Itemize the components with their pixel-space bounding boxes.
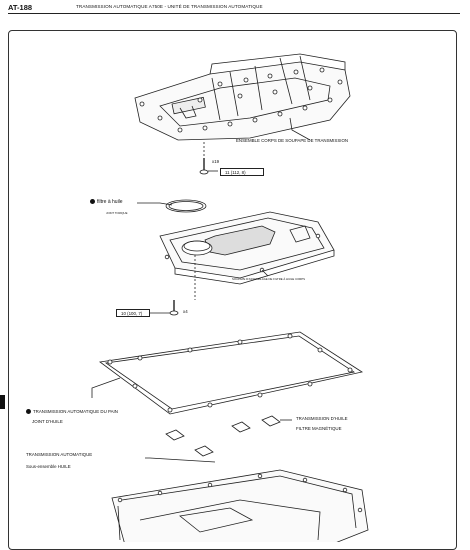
oil-strainer-illustration: [159, 211, 335, 285]
page-header: AT-188 TRANSMISSION AUTOMATIQUE A750E - …: [0, 0, 470, 18]
o-ring-label: JOINT TORIQUE: [106, 211, 128, 215]
o-ring-illustration: [165, 199, 207, 213]
oil-pan-label-2: Sous-ensemble HUILE: [26, 464, 71, 469]
valve-body-illustration: [134, 53, 351, 141]
bolt-quantity-top: x19: [212, 159, 220, 164]
pan-gasket-label-2: JOINT D'HUILE: [32, 419, 63, 424]
torque-spec-top: 11 (112, 8): [220, 168, 264, 176]
magnet-illustrations: [165, 415, 281, 457]
oil-filter-label: filtre à huile: [90, 199, 123, 205]
oil-pan-label-1: TRANSMISSION AUTOMATIQUE: [26, 452, 93, 457]
bolt-top-icon: [199, 142, 218, 175]
pan-gasket-illustration: [98, 331, 364, 415]
magnet-label-2: FILTRE MAGNÉTIQUE: [296, 426, 342, 431]
bolt-quantity-mid: x4: [183, 309, 188, 314]
valve-body-label: ENSEMBLE CORPS DE SOUPAPE DE TRANSMISSIO…: [236, 138, 349, 143]
bullet-dot-icon: [26, 409, 31, 414]
bullet-dot-icon: [90, 199, 95, 204]
pan-gasket-text-1: TRANSMISSION AUTOMATIQUE DU PAIN: [33, 409, 118, 414]
filter-assembly-label: SOUPAPE D'ASSEMBLAGE DE FILTRE À HUILE C…: [232, 277, 306, 281]
oil-pan-illustration: [111, 469, 369, 542]
page-id: AT-188: [8, 3, 33, 12]
header-rule: [8, 13, 460, 14]
torque-spec-mid: 10 (100, 7): [116, 309, 150, 317]
section-tab-marker: [0, 395, 5, 409]
pan-gasket-label: TRANSMISSION AUTOMATIQUE DU PAIN: [26, 409, 118, 414]
oil-filter-text: filtre à huile: [97, 199, 123, 205]
bolt-mid-icon: [150, 300, 179, 316]
page-title: TRANSMISSION AUTOMATIQUE A750E - UNITÉ D…: [76, 4, 263, 9]
magnet-label-1: TRANSMISSION D'HUILE: [296, 416, 348, 421]
